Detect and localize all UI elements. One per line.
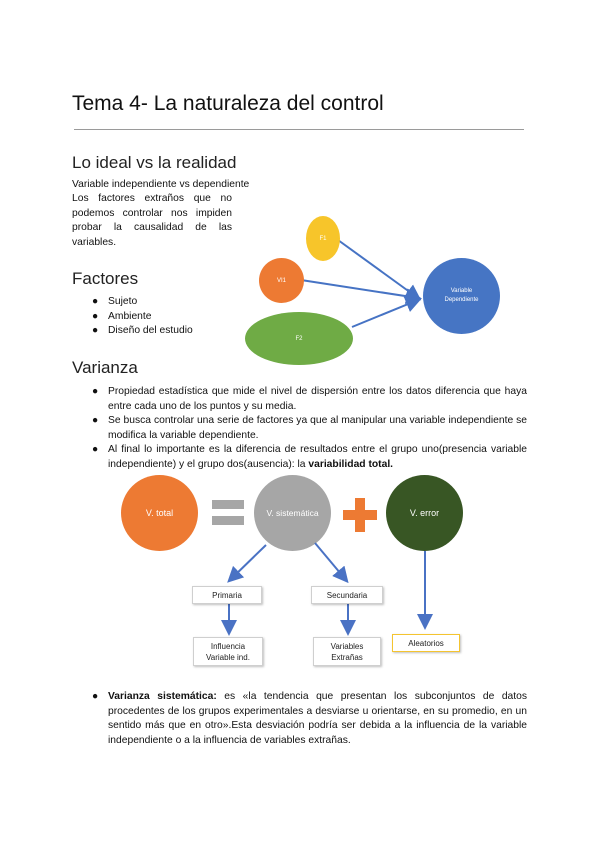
page-title: Tema 4- La naturaleza del control — [72, 92, 384, 115]
v-total-circle: V. total — [121, 475, 198, 551]
vi1-circle: VI1 — [259, 258, 304, 303]
v-error-circle: V. error — [386, 475, 463, 551]
list-item: ●Sujeto — [92, 296, 138, 307]
equals-sign-bottom — [212, 516, 244, 525]
arrow-vi1-to-dependent — [300, 279, 422, 305]
list-item: ●Propiedad estadística que mide el nivel… — [92, 386, 527, 412]
list-item: ●Se busca controlar una serie de factore… — [92, 415, 527, 441]
list-item: ●Diseño del estudio — [92, 325, 193, 336]
arrow-f1-to-dependent — [337, 239, 422, 301]
arrow-sistematica-to-secundaria — [314, 542, 349, 584]
f1-circle: F1 — [306, 216, 340, 261]
factores-list: ●Sujeto ●Ambiente ●Diseño del estudio — [72, 295, 252, 339]
varianza-list: ●Propiedad estadística que mide el nivel… — [72, 385, 527, 472]
extranas-box: Variables Extrañas — [313, 637, 381, 666]
section-heading-varianza: Varianza — [72, 358, 138, 377]
equals-sign-top — [212, 500, 244, 509]
title-divider — [74, 129, 524, 130]
section-heading-ideal: Lo ideal vs la realidad — [72, 153, 237, 172]
secundaria-box: Secundaria — [311, 586, 383, 604]
list-item: ●Al final lo importante es la diferencia… — [92, 444, 527, 470]
list-item: ●Varianza sistemática: es «la tendencia … — [92, 691, 528, 746]
dependent-circle: Variable Dependiente — [423, 258, 500, 334]
arrow-sistematica-to-primaria — [227, 544, 267, 583]
v-sistematica-circle: V. sistemática — [254, 475, 331, 551]
plus-sign-vertical — [355, 498, 365, 532]
primaria-box: Primaria — [192, 586, 262, 604]
intro-line: Variable independiente vs dependiente — [72, 179, 250, 190]
arrow-f2-to-dependent — [351, 297, 422, 328]
aleatorios-box: Aleatorios — [392, 634, 460, 652]
section-heading-factores: Factores — [72, 269, 139, 288]
varianza-sistematica-list: ●Varianza sistemática: es «la tendencia … — [72, 690, 527, 748]
influencia-box: Influencia Variable ind. — [193, 637, 263, 666]
intro-paragraph: Los factores extraños que no podemos con… — [72, 193, 232, 248]
f2-circle: F2 — [245, 312, 353, 365]
list-item: ●Ambiente — [92, 310, 152, 322]
